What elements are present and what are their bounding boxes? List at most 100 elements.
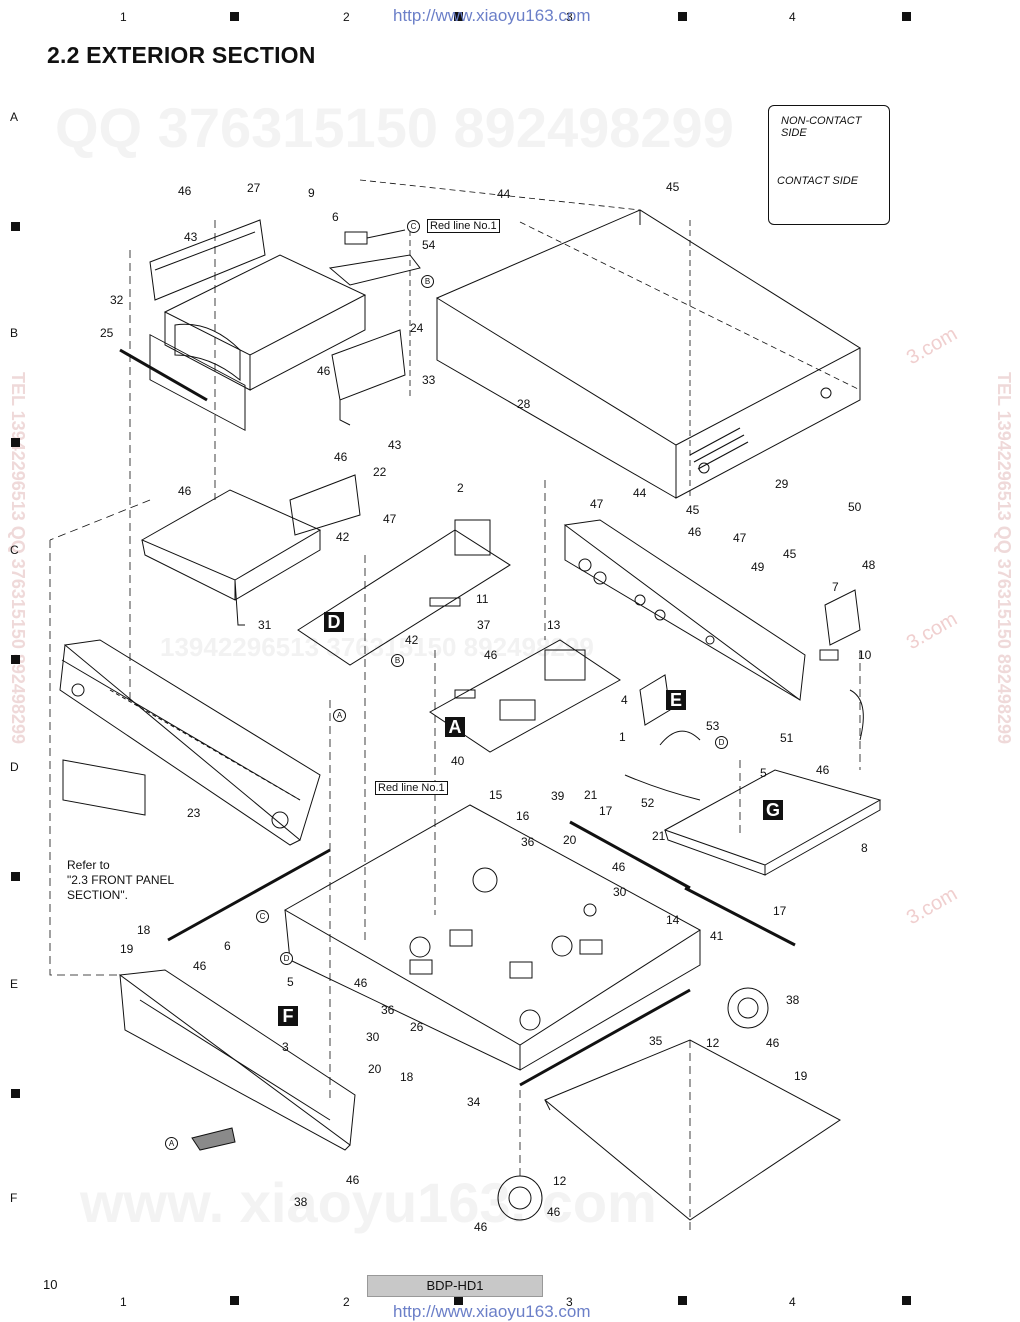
callout-part-20: 20 <box>563 833 577 847</box>
callout-part-44: 44 <box>497 187 511 201</box>
callout-part-46: 46 <box>346 1173 360 1187</box>
callout-part-54: 54 <box>422 238 436 252</box>
power-inlet-part-7 <box>819 589 861 661</box>
rail-part-18-lower <box>519 988 691 1087</box>
url-top[interactable]: http://www.xiaoyu163.com <box>393 6 591 25</box>
section-tag-a: A <box>445 717 465 737</box>
grid-square-marker <box>11 438 20 447</box>
callout-part-5: 5 <box>760 766 767 780</box>
grid-square-marker <box>454 1296 463 1305</box>
grid-square-marker <box>230 12 239 21</box>
callout-part-7: 7 <box>832 580 839 594</box>
grid-square-marker <box>11 222 20 231</box>
callout-part-45: 45 <box>783 547 797 561</box>
callout-part-6: 6 <box>224 939 231 953</box>
callout-part-19: 19 <box>794 1069 808 1083</box>
callout-part-49: 49 <box>751 560 765 574</box>
bracket-part-32 <box>149 219 266 301</box>
grid-row-A: A <box>10 110 19 124</box>
callout-part-46: 46 <box>193 959 207 973</box>
grid-square-marker <box>11 655 20 664</box>
callout-part-50: 50 <box>848 500 862 514</box>
grid-square-marker <box>902 1296 911 1305</box>
foot-part-38-bottom <box>497 1175 543 1221</box>
grid-column-2-top: 2 <box>343 10 350 24</box>
grid-square-marker <box>902 12 911 21</box>
callout-part-4: 4 <box>621 693 628 707</box>
pcb-a <box>429 639 621 753</box>
cable-part-53 <box>659 730 701 746</box>
legend-contact-label: CONTACT SIDE <box>777 175 859 187</box>
rail-part-18-upper <box>167 848 331 942</box>
callout-part-21: 21 <box>652 829 666 843</box>
callout-part-24: 24 <box>410 321 424 335</box>
bottom-plate-part-35 <box>544 1039 841 1221</box>
watermark-www: www. xiaoyu163. com <box>80 1171 657 1234</box>
callout-part-43: 43 <box>184 230 198 244</box>
watermark-mid: 13942296513 376315150 892498299 <box>160 632 594 662</box>
callout-part-18: 18 <box>137 923 151 937</box>
top-cover-part-28 <box>435 209 862 499</box>
callout-part-28: 28 <box>517 397 531 411</box>
rail-part-17-right <box>684 886 796 947</box>
callout-part-45: 45 <box>686 503 700 517</box>
grid-square-marker <box>230 1296 239 1305</box>
callout-part-46: 46 <box>474 1220 488 1234</box>
legend-non-contact-label: NON-CONTACT SIDE <box>781 115 862 139</box>
red-line-label-bottom: Red line No.1 <box>375 781 448 795</box>
callout-part-5: 5 <box>287 975 294 989</box>
red-line-label-top: Red line No.1 <box>427 219 500 233</box>
rear-panel-part-29 <box>563 519 806 701</box>
grid-square-marker <box>454 12 463 21</box>
callout-part-18: 18 <box>400 1070 414 1084</box>
watermark-qq: QQ 376315150 892498299 <box>55 96 734 159</box>
callout-part-47: 47 <box>590 497 604 511</box>
grid-row-D: D <box>10 760 19 774</box>
grid-row-B: B <box>10 326 19 340</box>
front-panel-assembly <box>59 639 321 846</box>
callout-part-46: 46 <box>766 1036 780 1050</box>
callout-part-22: 22 <box>373 465 387 479</box>
callout-part-45: 45 <box>666 180 680 194</box>
callout-part-3: 3 <box>282 1040 289 1054</box>
callout-part-47: 47 <box>733 531 747 545</box>
grid-column-4-bottom: 4 <box>789 1295 796 1309</box>
grid-column-2-bottom: 2 <box>343 1295 350 1309</box>
grid-column-4-top: 4 <box>789 10 796 24</box>
reference-line-2: "2.3 FRONT PANEL <box>67 873 175 887</box>
callout-part-36: 36 <box>521 835 535 849</box>
grid-square-marker <box>11 1089 20 1098</box>
callout-part-46: 46 <box>178 184 192 198</box>
callout-part-48: 48 <box>862 558 876 572</box>
grid-square-marker <box>678 1296 687 1305</box>
callout-part-43: 43 <box>388 438 402 452</box>
grid-square-marker <box>11 872 20 881</box>
section-title: 2.2 EXTERIOR SECTION <box>47 42 316 68</box>
callout-part-38: 38 <box>294 1195 308 1209</box>
callout-part-46: 46 <box>688 525 702 539</box>
callout-part-17: 17 <box>599 804 613 818</box>
circled-a-bottom: A <box>165 1137 178 1150</box>
circled-c-top: C <box>407 220 420 233</box>
callout-part-46: 46 <box>334 450 348 464</box>
callout-part-20: 20 <box>368 1062 382 1076</box>
callout-part-46: 46 <box>484 648 498 662</box>
foot-part-38-right <box>727 987 769 1029</box>
callout-part-38: 38 <box>786 993 800 1007</box>
grid-column-3-top: 3 <box>566 10 573 24</box>
bd-drive-part-9 <box>119 254 367 432</box>
circled-d-right: D <box>715 736 728 749</box>
callout-part-52: 52 <box>641 796 655 810</box>
grid-row-F: F <box>10 1191 18 1205</box>
callout-part-2: 2 <box>457 481 464 495</box>
callout-part-44: 44 <box>633 486 647 500</box>
section-tag-f: F <box>278 1006 298 1026</box>
callout-part-10: 10 <box>858 648 872 662</box>
pcb-g <box>663 769 882 876</box>
url-bottom[interactable]: http://www.xiaoyu163.com <box>393 1302 591 1321</box>
drive-tray-part-31 <box>140 489 322 626</box>
callout-part-46: 46 <box>816 763 830 777</box>
reference-line-3: SECTION". <box>67 888 128 902</box>
front-panel-reference-note: Refer to "2.3 FRONT PANEL SECTION". <box>67 858 174 903</box>
front-frame-part-34 <box>118 969 356 1151</box>
